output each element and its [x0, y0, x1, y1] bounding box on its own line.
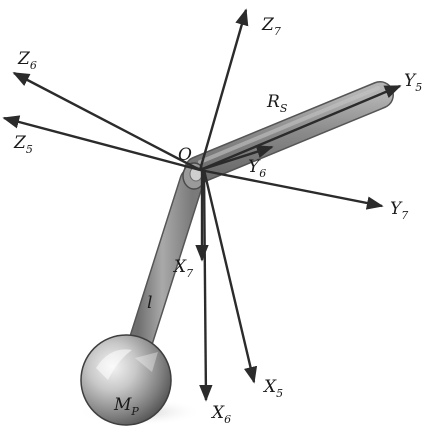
pendulum-link: [125, 167, 205, 363]
label-z6: Z6: [17, 49, 37, 72]
label-y5: Y5: [404, 71, 422, 94]
label-mass: MP: [113, 395, 139, 418]
axis-x5: [202, 169, 258, 384]
label-y6: Y6: [248, 157, 266, 180]
label-pendulum: l: [147, 293, 152, 313]
label-y7: Y7: [390, 199, 408, 222]
axis-z5: [2, 115, 201, 172]
label-x5: X5: [262, 377, 283, 400]
label-x6: X6: [210, 403, 231, 426]
label-rod: RS: [266, 92, 288, 115]
rod-rs: [184, 81, 394, 184]
label-z5: Z5: [13, 133, 33, 156]
mass-sphere: [80, 334, 172, 426]
axis-y5: [199, 84, 402, 172]
axis-z7: [198, 8, 249, 171]
axes-group: [2, 8, 402, 402]
label-z7: Z7: [261, 15, 281, 38]
label-origin: O: [178, 145, 192, 165]
axis-z6: [12, 71, 201, 172]
axis-y6: [199, 145, 274, 172]
axis-x6: [199, 169, 213, 402]
axis-y7: [199, 168, 384, 210]
label-x7: X7: [172, 257, 193, 280]
